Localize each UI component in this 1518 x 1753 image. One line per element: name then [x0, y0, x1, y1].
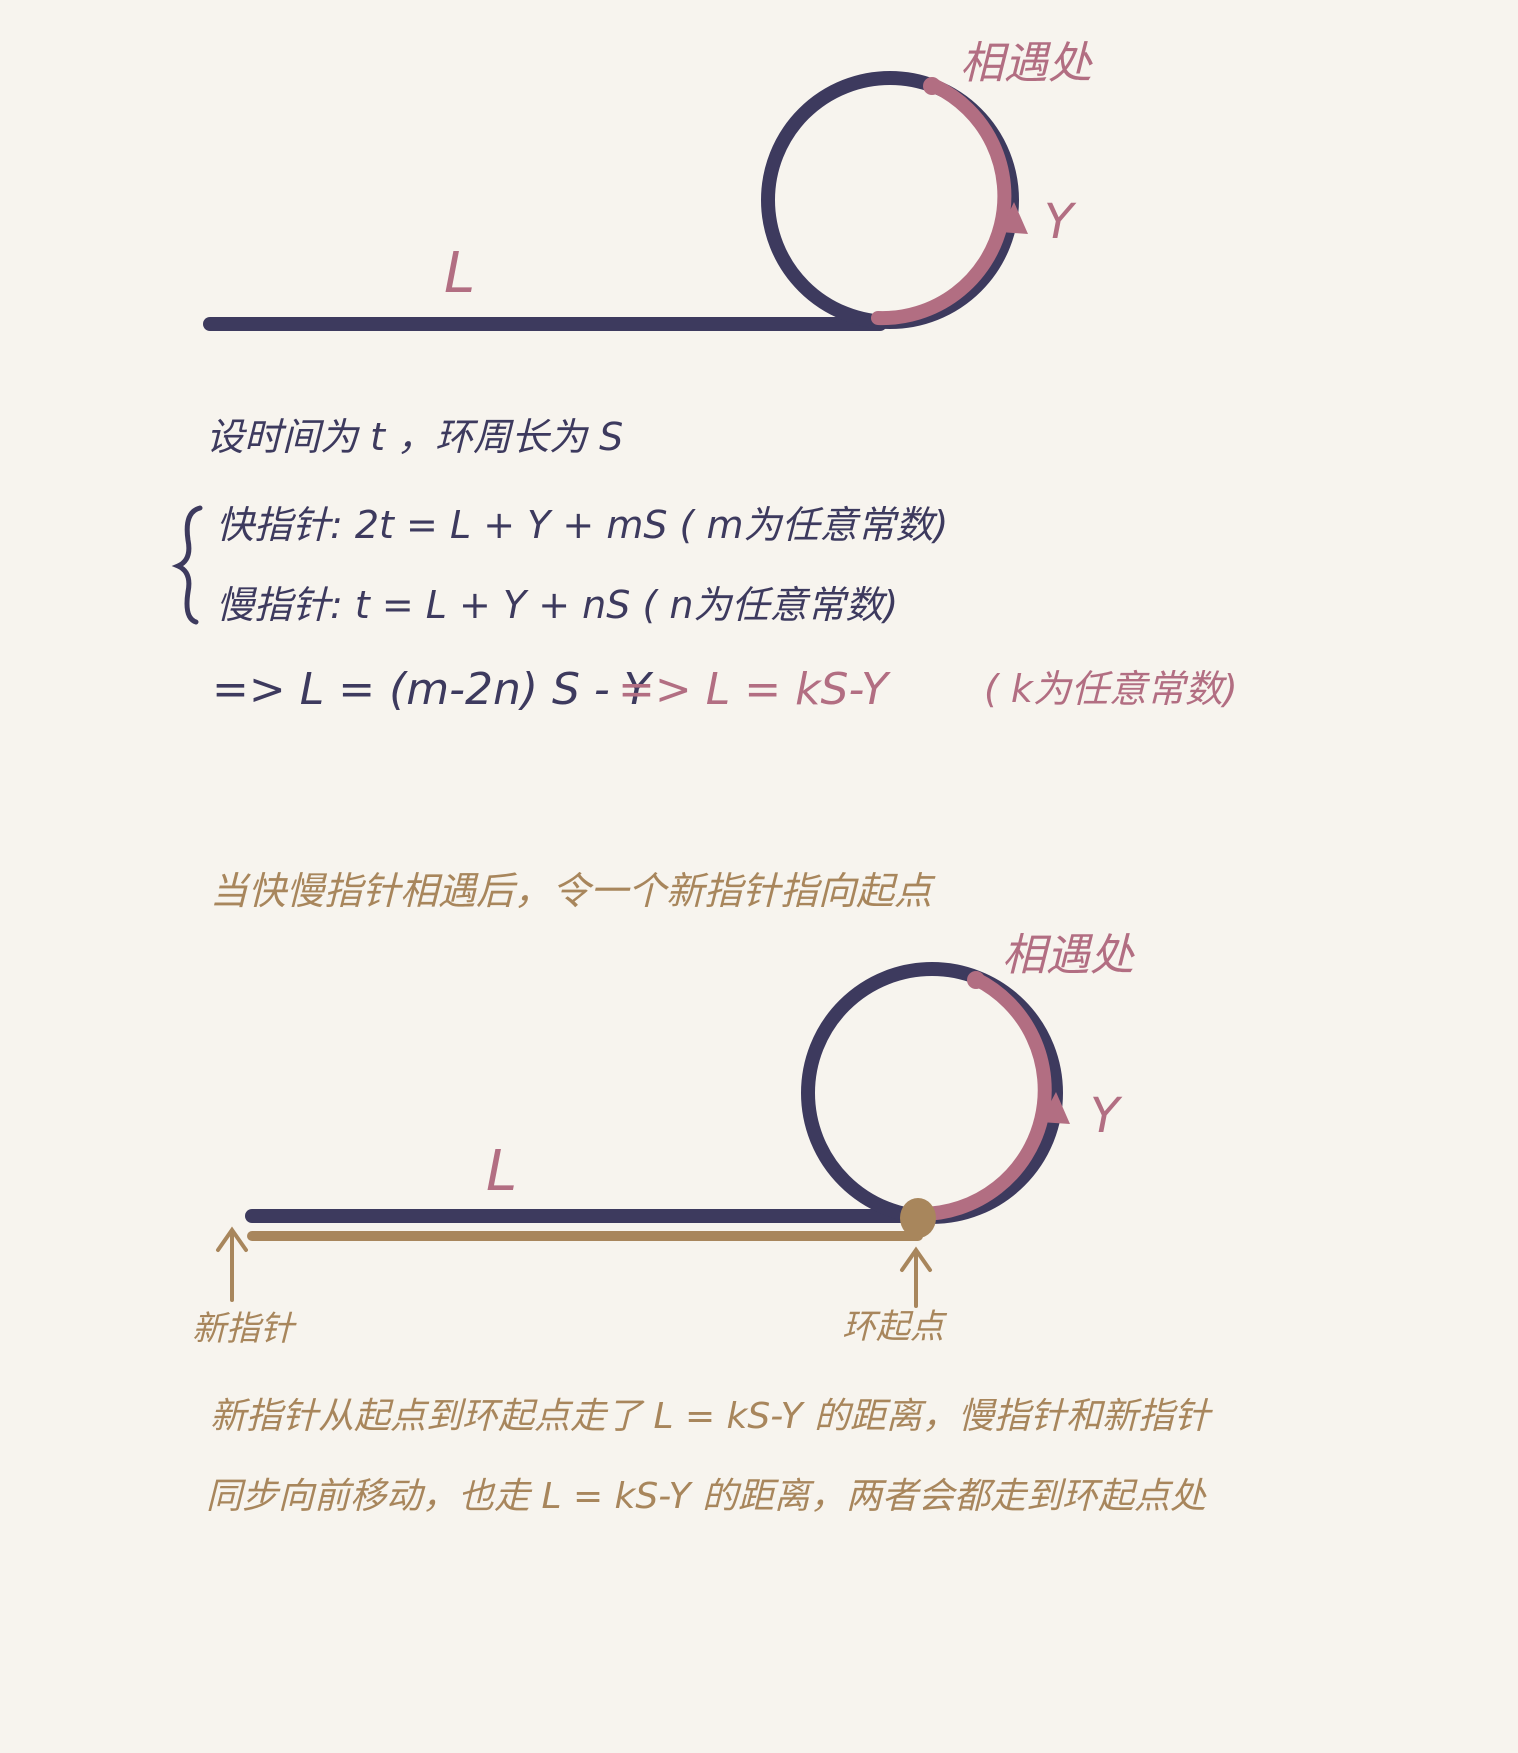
conclusion-block: 新指针从起点到环起点走了 L = kS-Y 的距离，慢指针和新指针 同步向前移动… — [206, 1396, 1213, 1517]
y-arc — [871, 79, 1012, 326]
step-text: 当快慢指针相遇后，令一个新指针指向起点 — [210, 869, 936, 913]
equations-block: 设时间为 t ，环周长为 S 快指针: 2t = L + Y + mS ( m为… — [171, 415, 1238, 715]
meet-point-2 — [967, 971, 985, 989]
conclusion-line-1: 新指针从起点到环起点走了 L = kS-Y 的距离，慢指针和新指针 — [210, 1396, 1213, 1437]
new-pointer-label: 新指针 — [192, 1309, 297, 1349]
equation-derive: => L = (m-2n) S - Y — [212, 664, 654, 715]
equation-fast: 快指针: 2t = L + Y + mS ( m为任意常数) — [216, 503, 948, 547]
y-arc-2 — [913, 972, 1052, 1222]
y-label: Y — [1044, 194, 1077, 250]
equation-intro: 设时间为 t ，环周长为 S — [206, 415, 623, 459]
arc-arrow-icon-2 — [1040, 1092, 1070, 1124]
brace-icon — [171, 505, 203, 625]
y-label-2: Y — [1090, 1088, 1123, 1144]
meet-label: 相遇处 — [960, 38, 1093, 89]
l-label: L — [444, 241, 475, 306]
loop-start-point — [900, 1198, 936, 1238]
meet-point — [923, 77, 941, 95]
new-pointer-arrow-icon — [216, 1226, 248, 1302]
arc-arrow-icon — [1000, 202, 1028, 234]
meet-label-2: 相遇处 — [1002, 930, 1135, 981]
loop-start-arrow-icon — [900, 1246, 932, 1308]
diagram-1: 相遇处 Y L — [203, 38, 1093, 331]
conclusion-line-2: 同步向前移动，也走 L = kS-Y 的距离，两者会都走到环起点处 — [206, 1476, 1207, 1517]
equation-result: => L = kS-Y — [618, 664, 891, 715]
diagram-2: 相遇处 Y L 新指针 环起点 — [192, 930, 1135, 1349]
equation-note: ( k为任意常数) — [984, 667, 1238, 711]
loop-start-label: 环起点 — [842, 1307, 948, 1347]
equation-slow: 慢指针: t = L + Y + nS ( n为任意常数) — [216, 583, 898, 627]
l-label-2: L — [486, 1139, 517, 1204]
